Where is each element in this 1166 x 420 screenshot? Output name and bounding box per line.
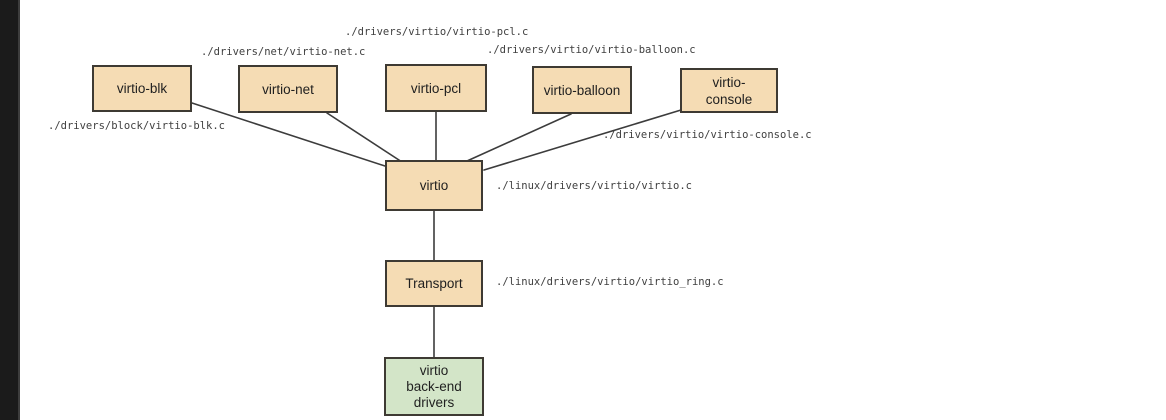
node-virtio-console-label: virtio- console: [705, 74, 753, 107]
node-transport-label: Transport: [405, 276, 463, 291]
node-virtio-blk-label: virtio-blk: [116, 81, 168, 96]
node-virtio-pcl-label: virtio-pcl: [410, 80, 462, 96]
node-virtio-console: virtio- console: [680, 68, 778, 113]
node-virtio-pcl: virtio-pcl: [385, 64, 487, 112]
node-virtio-label: virtio: [419, 178, 449, 193]
node-virtio-balloon: virtio-balloon: [532, 66, 632, 114]
node-virtio-net: virtio-net: [238, 65, 338, 113]
file-label-virtio-ring: ./linux/drivers/virtio/virtio_ring.c: [496, 276, 724, 288]
edge-virtio-net-to-virtio: [326, 112, 403, 163]
edge-virtio-blk-to-virtio: [191, 102, 389, 168]
file-label-virtio-console: ./drivers/virtio/virtio-console.c: [603, 129, 812, 141]
node-virtio-blk: virtio-blk: [92, 65, 192, 112]
file-label-virtio-core: ./linux/drivers/virtio/virtio.c: [496, 180, 692, 192]
node-virtio-balloon-label: virtio-balloon: [543, 82, 621, 98]
edge-virtio-balloon-to-virtio: [466, 113, 572, 162]
file-label-virtio-net: ./drivers/net/virtio-net.c: [201, 46, 366, 58]
edge-virtio-console-to-virtio: [483, 109, 682, 171]
node-virtio: virtio: [385, 160, 483, 211]
file-label-virtio-blk: ./drivers/block/virtio-blk.c: [48, 120, 226, 132]
file-label-virtio-pcl: ./drivers/virtio/virtio-pcl.c: [345, 26, 529, 38]
node-virtio-backend-drivers-label: virtio back-end drivers: [406, 362, 462, 410]
file-label-virtio-balloon: ./drivers/virtio/virtio-balloon.c: [487, 44, 696, 56]
node-virtio-net-label: virtio-net: [262, 81, 314, 97]
node-transport: Transport: [385, 260, 483, 307]
node-virtio-backend-drivers: virtio back-end drivers: [384, 357, 484, 416]
window-edge-bar: [0, 0, 20, 420]
